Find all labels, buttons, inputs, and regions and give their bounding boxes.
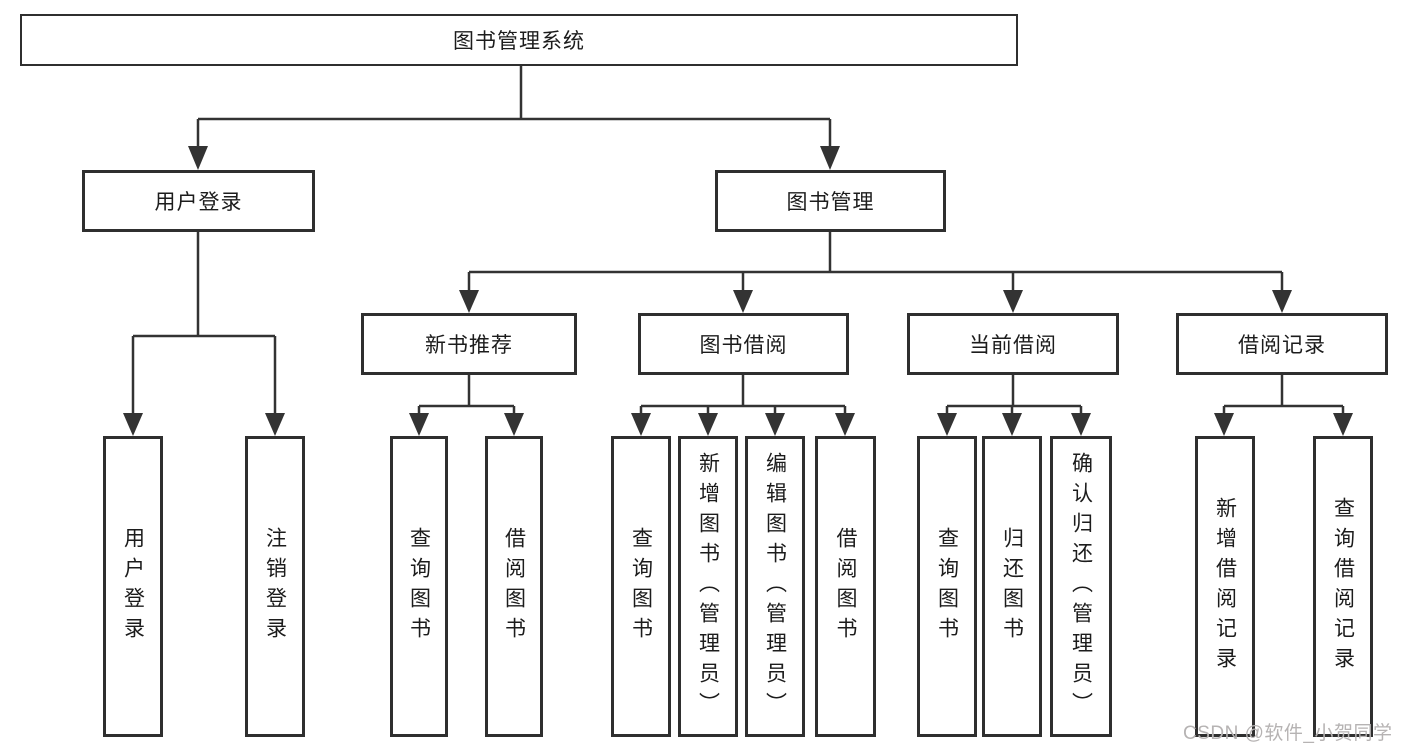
arrow-down-icon (123, 413, 143, 436)
node-user-login-label: 用户登录 (154, 191, 243, 214)
connector-root-split (196, 66, 832, 150)
node-user-login: 用户登录 (82, 170, 315, 232)
node-new-book-rec: 新书推荐 (361, 313, 577, 375)
leaf-label: 借阅图书 (502, 526, 526, 647)
leaf-add-borrow-record: 新增借阅记录 (1195, 436, 1255, 737)
watermark: CSDN @软件_小贺同学 (1183, 723, 1393, 744)
arrow-down-icon (409, 413, 429, 436)
arrow-down-icon (1333, 413, 1353, 436)
arrow-down-icon (504, 413, 524, 436)
arrow-down-icon (631, 413, 651, 436)
leaf-query-books-rec: 查询图书 (390, 436, 448, 737)
arrow-down-icon (1002, 413, 1022, 436)
leaf-label: 归还图书 (1000, 526, 1024, 647)
connector-user-login-split (131, 232, 277, 417)
arrow-down-icon (459, 290, 479, 313)
arrow-down-icon (765, 413, 785, 436)
node-new-book-rec-label: 新书推荐 (425, 334, 513, 357)
leaf-borrow-books: 借阅图书 (815, 436, 876, 737)
node-current-borrow-label: 当前借阅 (969, 334, 1057, 357)
leaf-label: 确认归还（管理员） (1069, 451, 1093, 722)
leaf-label: 查询图书 (629, 526, 653, 647)
leaf-return-books: 归还图书 (982, 436, 1042, 737)
arrow-down-icon (1272, 290, 1292, 313)
arrow-down-icon (1003, 290, 1023, 313)
leaf-label: 新增借阅记录 (1213, 496, 1237, 677)
node-book-borrow-label: 图书借阅 (699, 334, 788, 357)
leaf-query-borrow-record: 查询借阅记录 (1313, 436, 1373, 737)
leaf-label: 注销登录 (263, 526, 287, 647)
leaf-logout-login: 注销登录 (245, 436, 305, 737)
leaf-label: 新增图书（管理员） (696, 451, 720, 722)
leaf-add-books-admin: 新增图书（管理员） (678, 436, 738, 737)
arrow-down-icon (937, 413, 957, 436)
leaf-query-books-borrow: 查询图书 (611, 436, 671, 737)
node-borrow-records: 借阅记录 (1176, 313, 1388, 375)
node-book-mgmt: 图书管理 (715, 170, 946, 232)
node-book-borrow: 图书借阅 (638, 313, 849, 375)
node-current-borrow: 当前借阅 (907, 313, 1119, 375)
leaf-borrow-books-rec: 借阅图书 (485, 436, 543, 737)
leaf-label: 编辑图书（管理员） (763, 451, 787, 722)
arrow-down-icon (733, 290, 753, 313)
connector-book-mgmt-split (467, 232, 1284, 294)
arrow-down-icon (820, 146, 840, 170)
leaf-label: 借阅图书 (834, 526, 857, 647)
node-root: 图书管理系统 (20, 14, 1018, 66)
arrow-down-icon (1214, 413, 1234, 436)
leaf-query-books-current: 查询图书 (917, 436, 977, 737)
node-book-mgmt-label: 图书管理 (786, 191, 875, 214)
connector-current-borrow-split (945, 375, 1083, 417)
leaf-label: 查询借阅记录 (1331, 496, 1355, 677)
leaf-edit-books-admin: 编辑图书（管理员） (745, 436, 805, 737)
arrow-down-icon (1071, 413, 1091, 436)
leaf-confirm-return-admin: 确认归还（管理员） (1050, 436, 1112, 737)
leaf-user-login: 用户登录 (103, 436, 163, 737)
arrow-down-icon (265, 413, 285, 436)
arrow-down-icon (835, 413, 855, 436)
node-root-label: 图书管理系统 (453, 30, 585, 53)
connector-borrow-records-split (1222, 375, 1345, 417)
leaf-label: 用户登录 (121, 526, 145, 647)
arrow-down-icon (188, 146, 208, 170)
connector-new-book-rec-split (417, 375, 516, 417)
connector-book-borrow-split (639, 375, 847, 417)
leaf-label: 查询图书 (407, 526, 431, 647)
leaf-label: 查询图书 (935, 526, 959, 647)
arrow-down-icon (698, 413, 718, 436)
node-borrow-records-label: 借阅记录 (1238, 334, 1326, 357)
